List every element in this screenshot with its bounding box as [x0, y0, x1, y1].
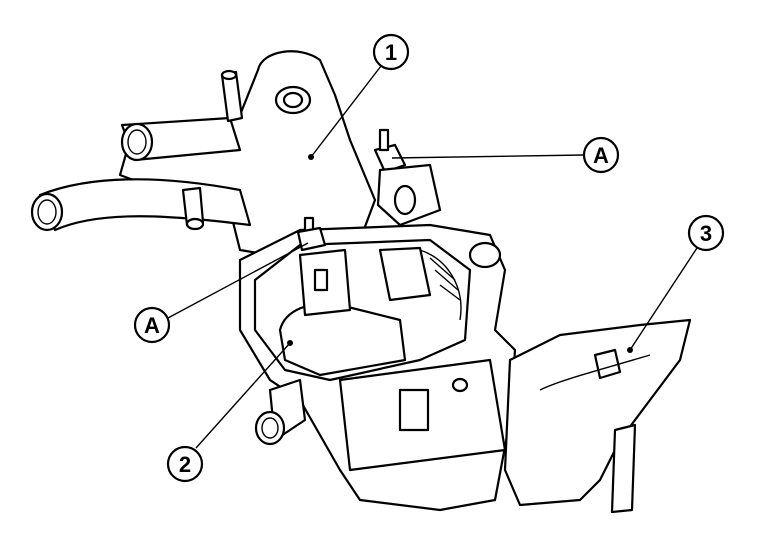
callout-2-label: 2: [179, 452, 191, 477]
callout-a-lower-label: A: [144, 313, 160, 338]
leader-lines: [167, 65, 698, 449]
callout-3-label: 3: [700, 221, 712, 246]
callout-a-lower: A: [133, 306, 171, 344]
stud-nut-upper: [373, 128, 442, 227]
bracket: [503, 318, 692, 514]
callout-2: 2: [166, 445, 204, 483]
egr-valve-body: [238, 223, 517, 512]
callout-1-label: 1: [385, 40, 397, 65]
callout-a-upper: A: [582, 136, 620, 174]
callout-3: 3: [687, 214, 725, 252]
water-outlet-housing: [30, 50, 377, 262]
callout-a-upper-label: A: [593, 143, 609, 168]
callout-1: 1: [372, 33, 410, 71]
